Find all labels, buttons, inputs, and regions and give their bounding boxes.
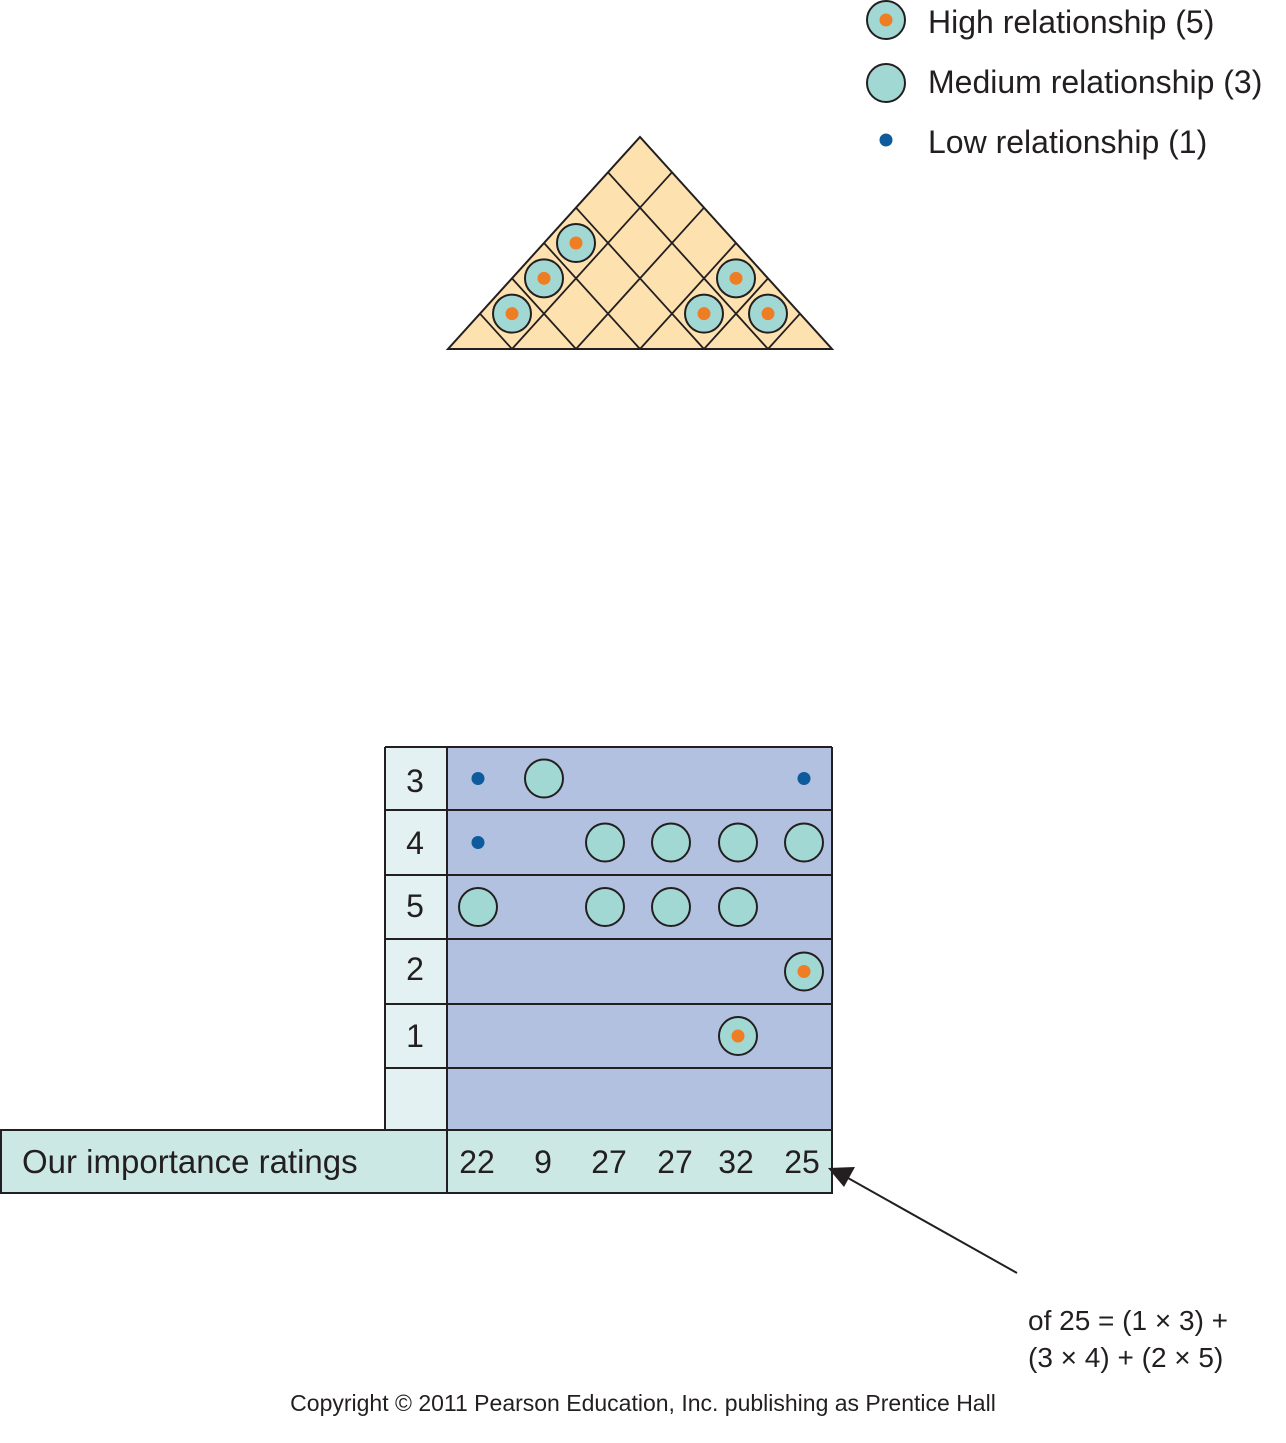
row-label-5: 1 (406, 1018, 424, 1054)
roof-high-mark-5-dot (729, 271, 743, 285)
row-label-2: 4 (406, 825, 424, 861)
rating-value-3: 27 (591, 1144, 627, 1180)
matrix-mark-r2-c3 (585, 822, 625, 863)
matrix-mark-r2-c5 (718, 822, 758, 863)
callout-arrow-line (847, 1177, 1018, 1274)
matrix-mark-r3-c3 (585, 887, 625, 927)
matrix-mark-r1-c2 (524, 758, 564, 799)
ratings-title-cell (0, 1129, 448, 1194)
matrix-mark-r3-c5 (718, 887, 758, 927)
matrix-mark-r1-c6 (797, 772, 811, 785)
legend-symbol-medium (866, 63, 906, 103)
roof-grid-line (639, 242, 737, 350)
roof-high-mark-4-dot (697, 307, 711, 321)
rating-value-5: 32 (718, 1144, 754, 1180)
roof-grid-line (511, 277, 577, 350)
roof-grid-line (479, 313, 513, 350)
row-label-4: 2 (406, 951, 424, 987)
ratings-values-cell (446, 1129, 833, 1194)
roof-high-mark-2-dot (537, 271, 551, 285)
copyright-notice: Copyright © 2011 Pearson Education, Inc.… (290, 1390, 996, 1416)
rating-value-4: 27 (657, 1144, 693, 1180)
roof-high-mark-3-dot (569, 236, 583, 250)
matrix-mark-r2-c4 (651, 822, 691, 863)
rating-value-2: 9 (534, 1144, 552, 1180)
roof-high-mark-1-dot (505, 307, 519, 321)
roof-high-mark-6-dot (761, 307, 775, 321)
legend-symbol-high-dot (879, 13, 893, 27)
roof-grid-line (767, 313, 801, 350)
callout-arrow-head (828, 1167, 855, 1187)
legend-label-high: High relationship (5) (928, 4, 1215, 40)
matrix-mark-r2-c6 (784, 822, 824, 863)
row-label-1: 3 (406, 763, 424, 799)
roof-grid-line (575, 207, 705, 350)
calculation-note-line-2: (3 × 4) + (2 × 5) (1028, 1342, 1224, 1373)
matrix-mark-r5-c5-dot (731, 1029, 745, 1043)
matrix-mark-r3-c4 (651, 887, 691, 927)
ratings-title: Our importance ratings (22, 1143, 358, 1180)
matrix-mark-r1-c1 (471, 772, 485, 785)
legend-label-low: Low relationship (1) (928, 124, 1208, 160)
rating-value-1: 22 (459, 1144, 495, 1180)
row-label-3: 5 (406, 888, 424, 924)
calculation-note-line-1: of 25 = (1 × 3) + (1028, 1305, 1229, 1336)
roof-grid-line (543, 242, 641, 350)
legend-label-medium: Medium relationship (3) (928, 64, 1263, 100)
matrix-mark-r4-c6-dot (797, 965, 811, 978)
rating-value-6: 25 (784, 1144, 820, 1180)
calculation-note: of 25 = (1 × 3) + (3 × 4) + (2 × 5) (1028, 1302, 1228, 1376)
legend-symbol-low (879, 133, 893, 147)
roof-grid-line (607, 171, 769, 350)
roof-grid-line (511, 171, 673, 350)
matrix-mark-r2-c1 (471, 836, 485, 849)
matrix-mark-r3-c1 (458, 887, 498, 927)
